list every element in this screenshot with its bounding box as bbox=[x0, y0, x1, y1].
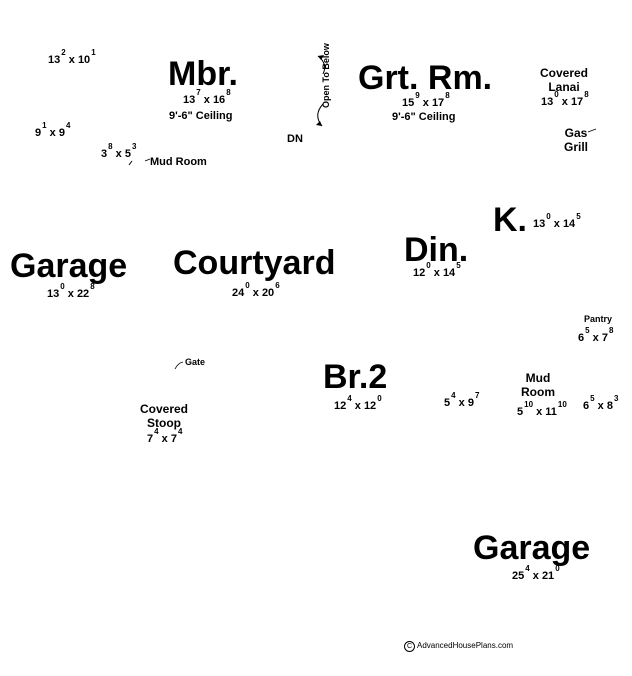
closet-3x5-dimension: 38 x 53 bbox=[101, 142, 137, 160]
room-dimension-small-top-left: 132 x 101 bbox=[48, 48, 96, 66]
great-room-dimension: 159 x 178 bbox=[402, 91, 450, 109]
mbr-ceiling: 9'-6" Ceiling bbox=[169, 110, 233, 122]
garage-right-label: Garage bbox=[473, 529, 591, 567]
pantry-dimension: 65 x 78 bbox=[578, 326, 614, 344]
gas-grill-label: Gas Grill bbox=[563, 126, 588, 154]
mud-room-leader bbox=[144, 158, 151, 162]
kitchen-dimension: 130 x 145 bbox=[533, 212, 581, 230]
covered-lanai-label: Covered Lanai bbox=[539, 66, 589, 94]
mud-room-tick bbox=[128, 160, 133, 166]
garage-left-dimension: 130 x 228 bbox=[47, 282, 95, 300]
bedroom-2-label: Br.2 bbox=[323, 358, 388, 396]
dining-label: Din. bbox=[404, 231, 469, 269]
gate-label: Gate bbox=[185, 357, 206, 367]
pantry-label: Pantry bbox=[584, 314, 613, 324]
covered-lanai-dimension: 130 x 178 bbox=[541, 90, 589, 108]
garage-right-dimension: 254 x 210 bbox=[512, 564, 560, 582]
mud-room-top-label: Mud Room bbox=[150, 156, 207, 168]
mbr-dimension: 137 x 168 bbox=[183, 88, 231, 106]
mud-room-bottom-dimension: 510 x 1110 bbox=[517, 400, 567, 418]
garage-left-label: Garage bbox=[10, 247, 128, 285]
closet-5x9-dimension: 54 x 97 bbox=[444, 391, 480, 409]
gas-grill-leader bbox=[587, 128, 597, 133]
mbr-label: Mbr. bbox=[168, 55, 238, 93]
courtyard-label: Courtyard bbox=[173, 244, 336, 282]
dining-dimension: 120 x 145 bbox=[413, 261, 461, 279]
closet-9x9-dimension: 91 x 94 bbox=[35, 121, 71, 139]
mud-room-bottom-label: Mud Room bbox=[521, 371, 555, 399]
arrow-head-up-icon bbox=[318, 55, 324, 60]
copyright-icon: C bbox=[404, 641, 415, 652]
bedroom-2-dimension: 124 x 120 bbox=[334, 394, 382, 412]
great-room-ceiling: 9'-6" Ceiling bbox=[392, 111, 456, 123]
covered-stoop-label: Covered Stoop bbox=[139, 402, 189, 430]
great-room-label: Grt. Rm. bbox=[358, 59, 493, 97]
kitchen-label: K. bbox=[493, 201, 527, 239]
closet-6x8-dimension: 65 x 83 bbox=[583, 394, 619, 412]
covered-stoop-dimension: 74 x 74 bbox=[147, 427, 183, 445]
stair-down-label: DN bbox=[287, 133, 303, 145]
gate-leader bbox=[174, 361, 184, 370]
arrow-head-down-icon bbox=[316, 121, 322, 126]
courtyard-dimension: 240 x 206 bbox=[232, 281, 280, 299]
